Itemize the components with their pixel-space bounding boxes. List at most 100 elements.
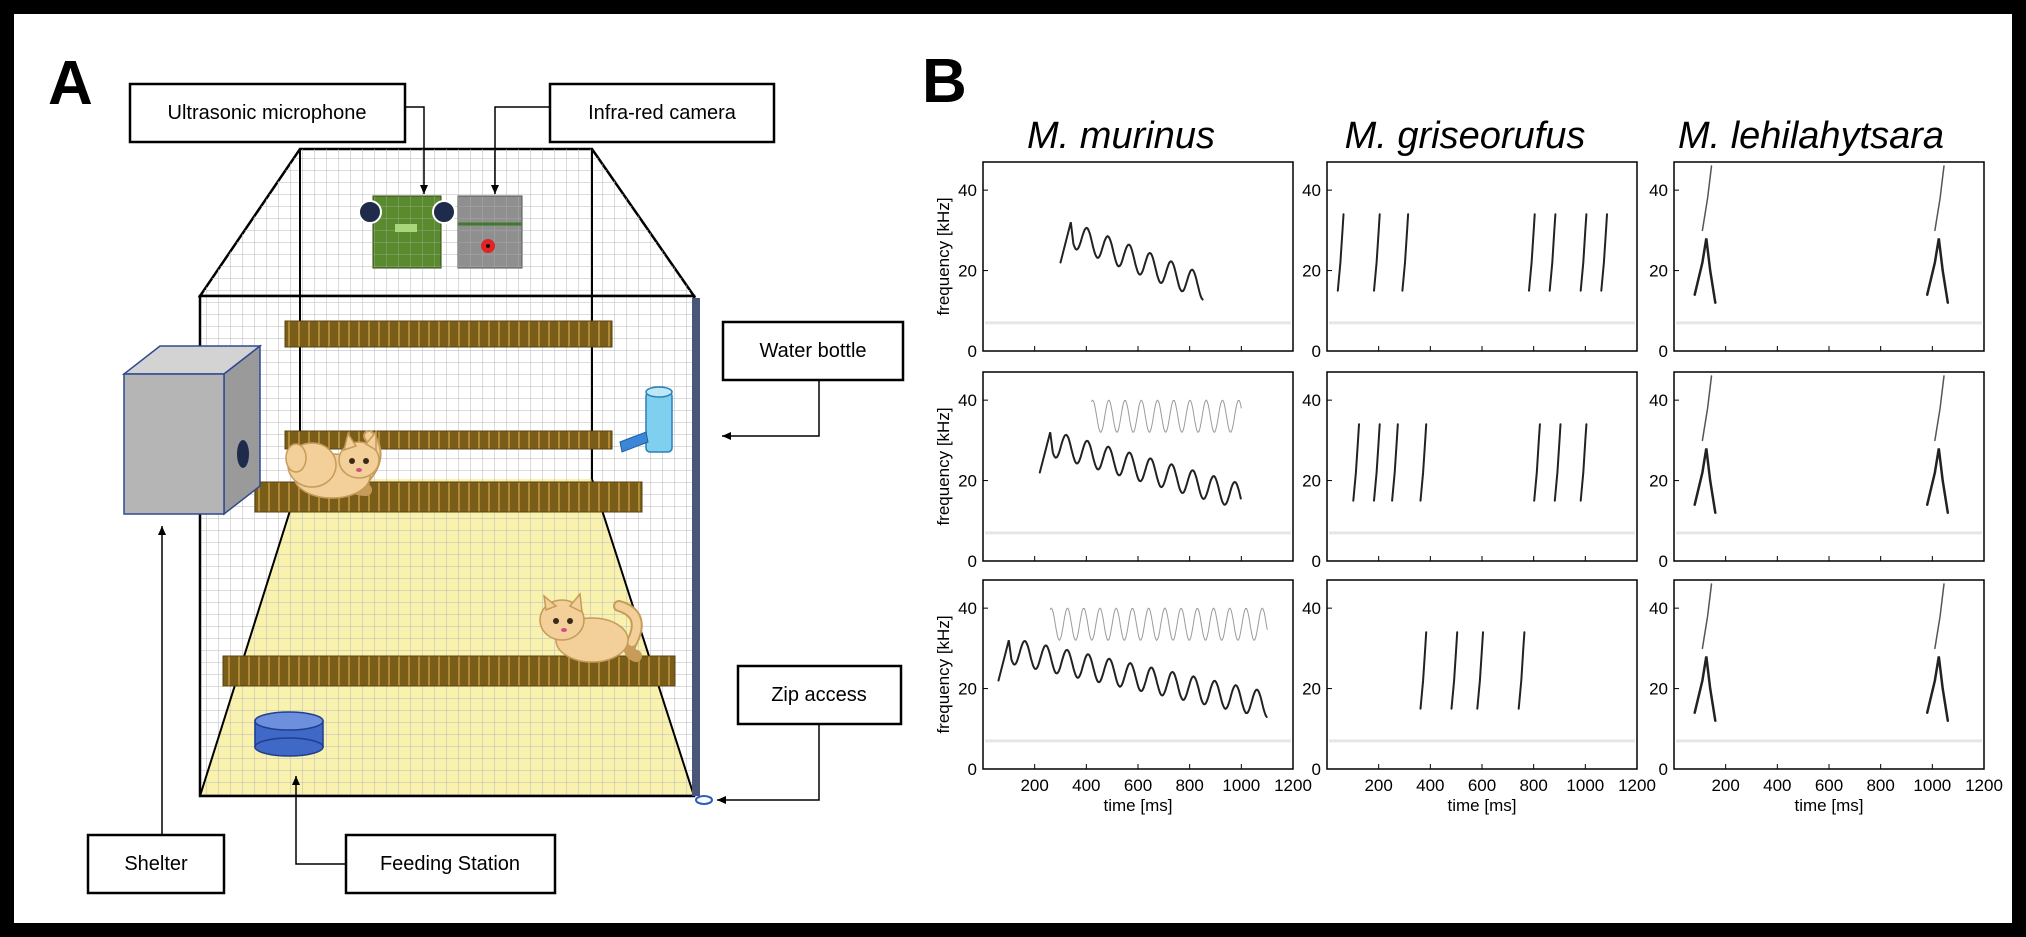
ytick-label: 40	[1302, 181, 1321, 200]
xtick-label: 600	[1468, 776, 1496, 795]
xtick-label: 400	[1416, 776, 1444, 795]
xtick-label: 600	[1124, 776, 1152, 795]
lemur-upper	[285, 429, 382, 499]
ytick-label: 40	[1649, 181, 1668, 200]
x-axis-label: time [ms]	[1448, 796, 1517, 815]
species-title-3: M. lehilahytsara	[1678, 115, 1944, 157]
ytick-label: 20	[958, 472, 977, 491]
vocalization-trace	[1693, 165, 1950, 304]
panel-b: B M. murinus M. griseorufus M. lehilahyt…	[922, 47, 2003, 815]
label-shelter: Shelter	[124, 853, 188, 875]
x-axis-label: time [ms]	[1795, 796, 1864, 815]
ytick-label: 0	[1659, 552, 1668, 571]
spectrogram-1-2: 0 20 40	[1302, 161, 1638, 361]
vocalization-trace	[1693, 375, 1950, 514]
callout-zip: Zip access	[717, 664, 903, 804]
xtick-label: 400	[1072, 776, 1100, 795]
xtick-label: 1200	[1274, 776, 1312, 795]
vocalization-trace	[1038, 399, 1242, 506]
panel-b-letter: B	[922, 47, 967, 116]
y-axis-label: frequency [kHz]	[934, 197, 953, 315]
xtick-label: 1000	[1566, 776, 1604, 795]
camera	[457, 195, 523, 269]
xtick-label: 800	[1866, 776, 1894, 795]
panel-a-letter: A	[48, 49, 93, 118]
xtick-label: 1000	[1913, 776, 1951, 795]
microphone	[358, 195, 456, 269]
xtick-label: 200	[1364, 776, 1392, 795]
callout-feeding: Feeding Station	[292, 776, 557, 895]
spectrogram-1-3: 0 20 40	[1649, 161, 1985, 361]
y-axis-label: frequency [kHz]	[934, 615, 953, 733]
lemur-lower	[539, 592, 643, 663]
label-microphone: Ultrasonic microphone	[168, 102, 367, 124]
ytick-label: 0	[1312, 760, 1321, 779]
ytick-label: 0	[968, 760, 977, 779]
branch-upper-mid	[284, 430, 613, 450]
ytick-label: 0	[1659, 760, 1668, 779]
xtick-label: 800	[1175, 776, 1203, 795]
xtick-label: 1000	[1222, 776, 1260, 795]
ytick-label: 0	[1312, 552, 1321, 571]
spectrogram-1-1: 0 20 40 frequency [kHz]	[934, 161, 1294, 361]
zipper	[692, 298, 700, 796]
callout-water: Water bottle	[721, 320, 905, 440]
label-zip: Zip access	[771, 684, 867, 706]
vocalization-trace	[997, 607, 1268, 718]
water-bottle	[619, 386, 673, 453]
ytick-label: 40	[1649, 599, 1668, 618]
xtick-label: 1200	[1618, 776, 1656, 795]
ytick-label: 20	[958, 680, 977, 699]
ytick-label: 40	[958, 599, 977, 618]
branch-top	[284, 320, 613, 348]
cage-edge-floor-right	[591, 478, 695, 797]
xtick-label: 600	[1815, 776, 1843, 795]
callout-camera: Infra-red camera	[491, 82, 776, 194]
vocalization-trace	[1419, 631, 1526, 710]
spectrogram-2-2: 0 20 40	[1302, 371, 1638, 571]
ytick-label: 20	[1649, 680, 1668, 699]
zipper-pull	[695, 795, 713, 805]
ytick-label: 20	[958, 262, 977, 281]
x-axis-label: time [ms]	[1104, 796, 1173, 815]
vocalization-trace	[1336, 213, 1608, 292]
label-water: Water bottle	[759, 340, 866, 362]
xtick-label: 200	[1711, 776, 1739, 795]
ytick-label: 20	[1302, 472, 1321, 491]
spectrogram-3-1: 0 20 40 200 400 600 800 1000 1200 frequency [kHz]…	[934, 579, 1312, 815]
vocalization-trace	[1352, 423, 1588, 502]
vocalization-trace	[1059, 222, 1204, 301]
figure-canvas: A	[48, 47, 2003, 895]
ytick-label: 0	[968, 552, 977, 571]
callout-shelter: Shelter	[86, 526, 226, 895]
callout-microphone: Ultrasonic microphone	[128, 82, 428, 194]
xtick-label: 800	[1519, 776, 1547, 795]
species-title-2: M. griseorufus	[1345, 115, 1586, 157]
ytick-label: 0	[968, 342, 977, 361]
ytick-label: 0	[1659, 342, 1668, 361]
feeding-bowl	[254, 711, 324, 757]
xtick-label: 1200	[1965, 776, 2003, 795]
species-title-1: M. murinus	[1027, 115, 1215, 157]
cage	[197, 147, 713, 805]
ytick-label: 40	[1302, 599, 1321, 618]
ytick-label: 20	[1649, 262, 1668, 281]
xtick-label: 200	[1020, 776, 1048, 795]
ytick-label: 20	[1302, 680, 1321, 699]
cage-edge-floor-left	[199, 478, 301, 797]
ytick-label: 40	[958, 181, 977, 200]
ytick-label: 40	[1649, 391, 1668, 410]
spectrogram-3-2: 0 20 40 200 400 600 800 1000 1200 time [ms]	[1302, 579, 1656, 815]
label-camera: Infra-red camera	[588, 102, 737, 124]
vocalization-trace	[1693, 583, 1950, 722]
ytick-label: 0	[1312, 342, 1321, 361]
ytick-label: 40	[1302, 391, 1321, 410]
shelter-box	[121, 344, 263, 516]
label-feeding: Feeding Station	[380, 853, 520, 875]
ytick-label: 20	[1302, 262, 1321, 281]
